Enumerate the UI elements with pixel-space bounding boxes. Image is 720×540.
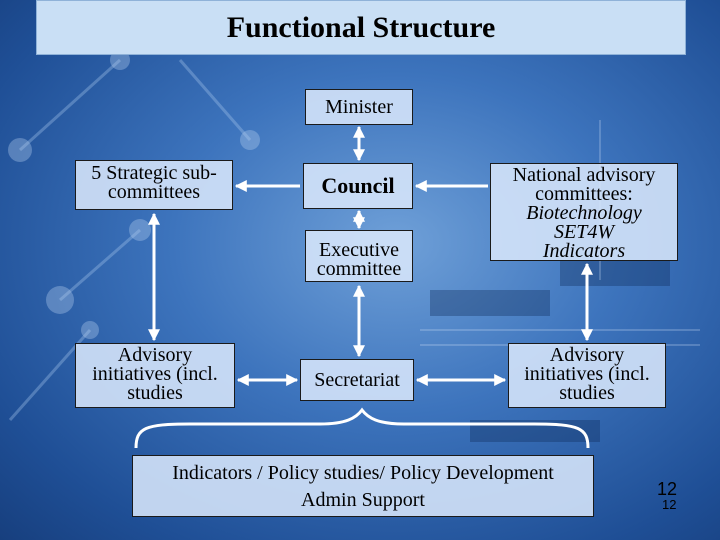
council-label: Council <box>321 172 395 198</box>
minister-label: Minister <box>325 95 393 118</box>
strategic-label-line-2: committees <box>107 181 201 203</box>
indicators-support-box: Indicators / Policy studies/ Policy Deve… <box>132 455 594 517</box>
page-title: Functional Structure <box>226 10 496 44</box>
advisory-left-line-3: studies <box>127 382 183 404</box>
indicators-line-2: Admin Support <box>301 489 425 511</box>
advisory-initiatives-left-box: Advisory initiatives (incl. studies <box>75 343 235 408</box>
national-item-biotechnology: Biotechnology <box>526 202 642 224</box>
strategic-label-line-1: 5 Strategic sub- <box>91 162 217 184</box>
executive-label-line-1: Executive <box>319 239 399 261</box>
advisory-right-line-3: studies <box>559 382 615 404</box>
national-item-indicators: Indicators <box>542 240 626 262</box>
national-advisory-box: National advisory committees: Biotechnol… <box>490 163 678 261</box>
national-item-set4w: SET4W <box>554 221 614 243</box>
national-label-line-2: committees: <box>535 183 633 205</box>
advisory-right-line-1: Advisory <box>549 344 625 366</box>
national-label-line-1: National advisory <box>512 164 656 186</box>
title-bar: Functional Structure <box>36 0 686 55</box>
page-number-small: 12 <box>662 497 677 512</box>
advisory-right-line-2: initiatives (incl. <box>524 363 650 385</box>
executive-label-line-2: committee <box>316 258 402 280</box>
indicators-line-1: Indicators / Policy studies/ Policy Deve… <box>172 462 554 484</box>
strategic-subcommittees-box: 5 Strategic sub- committees <box>75 160 233 210</box>
advisory-left-line-2: initiatives (incl. <box>92 363 218 385</box>
secretariat-box: Secretariat <box>300 359 414 401</box>
advisory-initiatives-right-box: Advisory initiatives (incl. studies <box>508 343 666 408</box>
page-number: 12 <box>657 479 678 499</box>
secretariat-label: Secretariat <box>314 368 400 391</box>
advisory-left-line-1: Advisory <box>117 344 193 366</box>
council-box: Council <box>303 163 413 209</box>
minister-box: Minister <box>305 89 413 125</box>
executive-committee-box: Executive committee <box>305 230 413 282</box>
